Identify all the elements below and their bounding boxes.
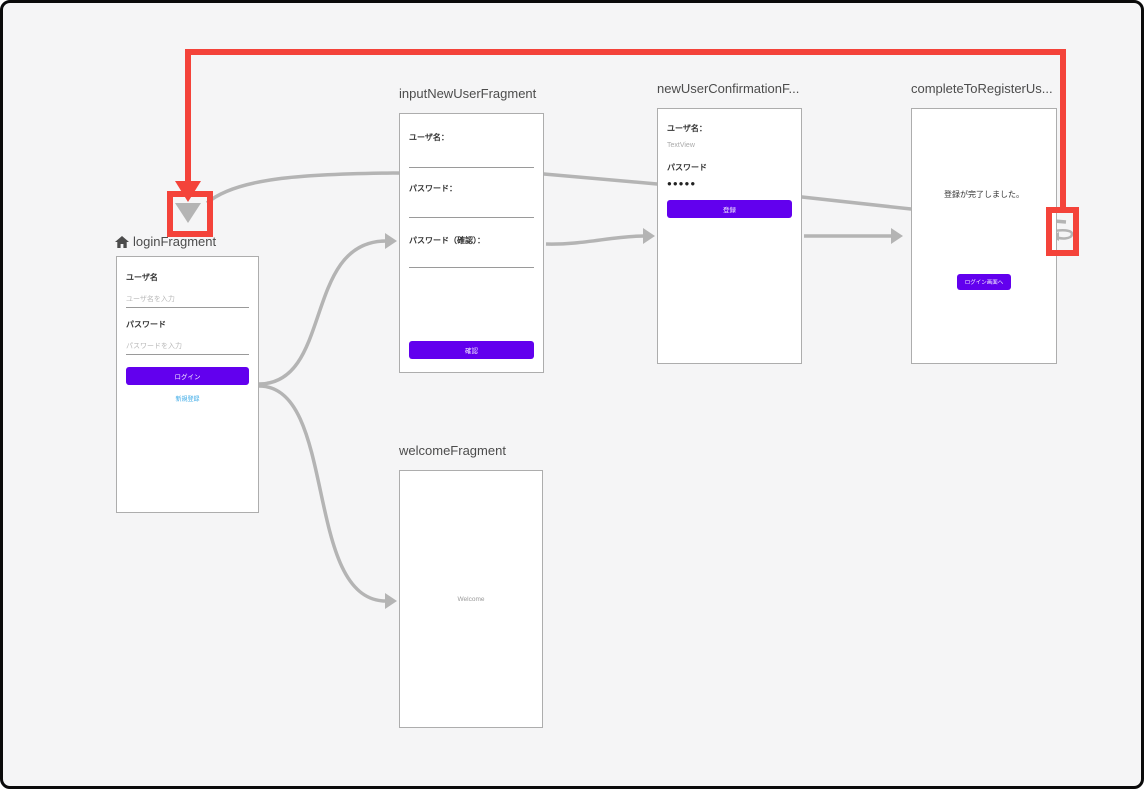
- register-link: 新規登録: [175, 397, 200, 403]
- password-input: パスワードを入力: [126, 341, 249, 355]
- fragment-login-header[interactable]: loginFragment: [115, 234, 216, 249]
- password-confirm-input: [409, 267, 534, 268]
- edge-inputnewuser-to-confirmation-arrowhead: [643, 228, 655, 244]
- password-label: パスワード: [667, 163, 707, 172]
- password-input: [409, 217, 534, 218]
- username-input: ユーザ名を入力: [126, 294, 249, 308]
- username-value: TextView: [667, 142, 695, 149]
- username-label: ユーザ名：: [667, 124, 707, 133]
- fragment-new-user-confirmation-preview[interactable]: ユーザ名： TextView パスワード ●●●●● 登録: [657, 108, 802, 364]
- edge-complete-to-login-arrowhead: [175, 203, 201, 223]
- username-label: ユーザ名：: [409, 133, 449, 142]
- register-button: 登録: [667, 200, 792, 218]
- login-button: ログイン: [126, 367, 249, 385]
- password-dots: ●●●●●: [667, 179, 697, 188]
- fragment-login-preview[interactable]: ユーザ名 ユーザ名を入力 パスワード パスワードを入力 ログイン 新規登録: [116, 256, 259, 513]
- to-login-button: ログイン画面へ: [956, 274, 1012, 290]
- fragment-new-user-confirmation-header[interactable]: newUserConfirmationF...: [657, 81, 799, 96]
- fragment-input-new-user-preview[interactable]: ユーザ名： パスワード： パスワード（確認）： 確認: [399, 113, 544, 373]
- edge-confirmation-to-complete-arrowhead: [891, 228, 903, 244]
- welcome-message: Welcome: [457, 595, 485, 603]
- password-confirm-label: パスワード（確認）：: [409, 236, 485, 245]
- username-input: [409, 167, 534, 168]
- fragment-input-new-user-title: inputNewUserFragment: [399, 86, 537, 101]
- password-label: パスワード：: [409, 184, 457, 193]
- confirm-button: 確認: [409, 341, 534, 359]
- fragment-new-user-confirmation-title: newUserConfirmationF...: [657, 81, 800, 96]
- username-label: ユーザ名: [126, 273, 158, 282]
- edge-login-to-welcome[interactable]: [258, 384, 387, 603]
- fragment-complete-to-register-header[interactable]: completeToRegisterUs...: [911, 81, 1053, 96]
- fragment-welcome-title: welcomeFragment: [399, 443, 506, 458]
- fragment-input-new-user-header[interactable]: inputNewUserFragment: [399, 86, 536, 101]
- fragment-welcome-header[interactable]: welcomeFragment: [399, 443, 506, 458]
- fragment-login-title: loginFragment: [133, 234, 217, 249]
- edge-login-to-inputnewuser-arrowhead: [385, 233, 397, 249]
- fragment-complete-to-register-title: completeToRegisterUs...: [911, 81, 1053, 96]
- password-label: パスワード: [126, 320, 166, 329]
- edge-login-to-welcome-arrowhead: [385, 593, 397, 609]
- edge-inputnewuser-to-confirmation[interactable]: [545, 234, 645, 246]
- fragment-complete-to-register-preview[interactable]: 登録が完了しました。 ログイン画面へ: [911, 108, 1057, 364]
- fragment-welcome-preview[interactable]: Welcome: [399, 470, 543, 728]
- edge-login-to-inputnewuser[interactable]: [258, 239, 387, 386]
- complete-message: 登録が完了しました。: [944, 190, 1024, 199]
- home-icon: [115, 235, 129, 248]
